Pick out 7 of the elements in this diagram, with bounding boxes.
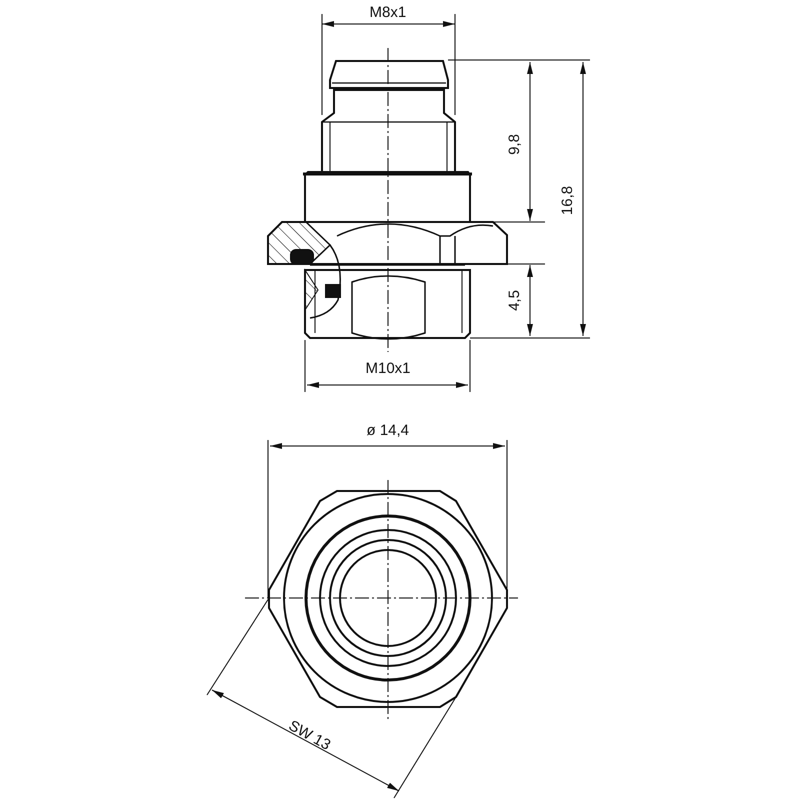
dimension-label: 16,8 — [560, 185, 575, 215]
dimension-label: M8x1 — [370, 4, 406, 20]
dimension-label: 4,5 — [506, 290, 522, 310]
dimension-label: SW 13 — [286, 718, 332, 752]
dimension-label: M10x1 — [366, 360, 411, 376]
dimension-label: 9,8 — [506, 134, 522, 154]
dimension-label: ø 14,4 — [366, 422, 410, 438]
